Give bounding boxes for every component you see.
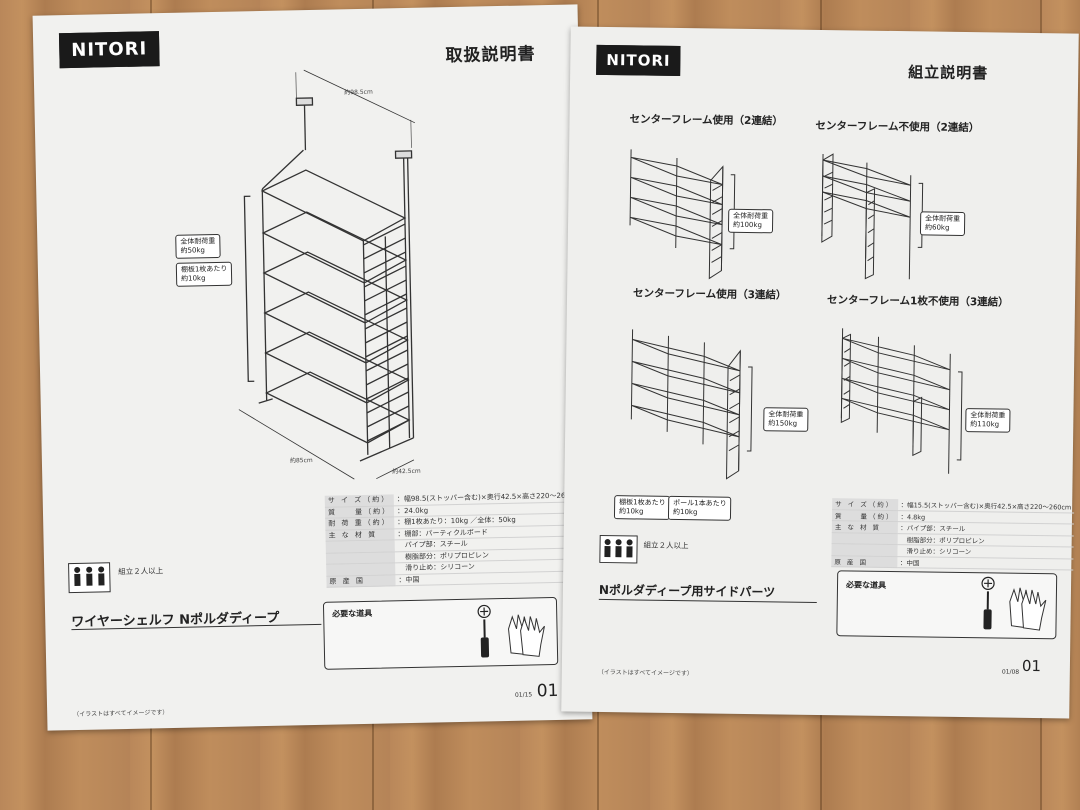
spec-key: 主 な 材 質: [831, 520, 898, 534]
load-label: 全体耐荷重 約100kg: [727, 208, 774, 234]
spec-key: 原 産 国: [326, 574, 396, 588]
total-load-label: 全体耐荷重 約50kg: [175, 233, 221, 259]
spec-key: 質 量（約）: [831, 509, 898, 522]
assembly-note: 組立２人以上: [643, 540, 689, 551]
spec-key: サ イ ズ（約）: [832, 498, 898, 511]
shelf-load-label: 棚板1枚あたり 約10kg: [175, 261, 233, 287]
spec-value: ：中国: [896, 556, 1074, 571]
shelf-load-badge: 棚板1枚あたり 約10kg: [613, 495, 671, 520]
page-code: 01/15: [514, 691, 533, 699]
tools-box: 必要な道具: [836, 570, 1058, 640]
page-number: 01: [1021, 656, 1042, 676]
spec-table: サ イ ズ（約）：幅98.5(ストッパー含む)×奥行42.5×高さ220～260…: [324, 490, 590, 588]
spec-key: [831, 532, 898, 545]
depth-dimension-right: 約42.5cm: [392, 467, 421, 476]
pole-load-badge: ポール1本あたり 約10kg: [667, 495, 732, 521]
page-number: 01: [536, 680, 559, 702]
screwdriver-icon: [981, 576, 995, 630]
manual-sheet-right: NITORI 組立説明書 センターフレーム使用（2連結） センターフレーム不使用…: [561, 26, 1079, 719]
two-people-icon: [599, 534, 638, 564]
shelf-illustration: [238, 69, 416, 480]
screwdriver-icon: [477, 604, 491, 658]
spec-key: [831, 543, 898, 557]
page-code: 01/08: [1001, 668, 1020, 676]
load-label: 全体耐荷重 約110kg: [965, 408, 1011, 433]
width-dimension: 約98.5cm: [344, 88, 373, 97]
spec-table: サ イ ズ（約）：幅15.5(ストッパー含む)×奥行42.5×高さ220～260…: [831, 498, 1075, 571]
assembly-note: 組立２人以上: [118, 566, 164, 577]
two-people-icon: [68, 562, 111, 594]
load-label: 全体耐荷重 約150kg: [763, 407, 809, 432]
depth-dimension-left: 約85cm: [289, 457, 313, 465]
configuration-illustrations: [629, 149, 963, 480]
load-label: 全体耐荷重 約60kg: [919, 211, 966, 237]
spec-key: 原 産 国: [831, 555, 897, 568]
gloves-icon: [508, 614, 545, 657]
product-name: Nポルダディープ用サイドパーツ: [598, 582, 776, 600]
manual-sheet-left: NITORI 取扱説明書: [32, 4, 593, 731]
gloves-icon: [1009, 587, 1047, 631]
image-disclaimer: （イラストはすべてイメージです）: [597, 668, 693, 678]
tools-box: 必要な道具: [322, 596, 559, 670]
